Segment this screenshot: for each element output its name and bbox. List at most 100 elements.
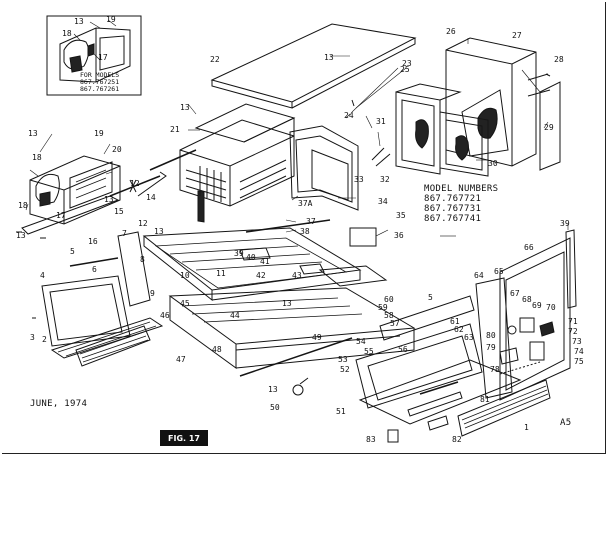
top-panel bbox=[210, 23, 417, 109]
leader-lines bbox=[25, 19, 569, 237]
right-side-panels bbox=[355, 229, 577, 409]
callout-54: 54 bbox=[356, 337, 366, 346]
callout-37: 37 bbox=[306, 217, 316, 226]
callout-22: 22 bbox=[210, 55, 220, 64]
callout-10: 10 bbox=[180, 271, 190, 280]
callout-51: 51 bbox=[336, 407, 346, 416]
callout-47: 47 bbox=[176, 355, 186, 364]
callout-5-left: 5 bbox=[70, 247, 75, 256]
callout-8: 8 bbox=[140, 255, 145, 264]
callout-labels: 13 19 18 17 22 13 23 24 26 27 28 29 25 3… bbox=[16, 15, 584, 444]
callout-45: 45 bbox=[180, 299, 190, 308]
callout-27: 27 bbox=[512, 31, 522, 40]
callout-28: 28 bbox=[554, 55, 564, 64]
callout-64: 64 bbox=[474, 271, 484, 280]
left-end-assembly bbox=[21, 155, 121, 235]
callout-81: 81 bbox=[480, 395, 490, 404]
callout-20: 20 bbox=[112, 145, 122, 154]
callout-9: 9 bbox=[150, 289, 155, 298]
callout-41: 41 bbox=[260, 257, 270, 266]
base-tray-assembly bbox=[142, 227, 388, 302]
callout-79: 79 bbox=[486, 343, 496, 352]
callout-65: 65 bbox=[494, 267, 504, 276]
callout-13-top: 13 bbox=[324, 53, 334, 62]
inset-caption-line: 867.767251 bbox=[80, 78, 120, 86]
callout-18-inset: 18 bbox=[62, 29, 72, 38]
callout-13-mid: 13 bbox=[104, 195, 114, 204]
callout-46: 46 bbox=[160, 311, 170, 320]
control-parts bbox=[499, 317, 555, 375]
callout-56: 56 bbox=[398, 345, 408, 354]
callout-32: 32 bbox=[380, 175, 390, 184]
callout-39-mid: 39 bbox=[234, 249, 244, 258]
callout-55: 55 bbox=[364, 347, 374, 356]
lower-chassis bbox=[168, 287, 416, 369]
callout-42: 42 bbox=[256, 271, 266, 280]
callout-30: 30 bbox=[488, 159, 498, 168]
callout-19: 19 bbox=[94, 129, 104, 138]
callout-53: 53 bbox=[338, 355, 348, 364]
model-number: 867.767731 bbox=[424, 204, 482, 214]
callout-18: 18 bbox=[32, 153, 42, 162]
callout-13-b: 13 bbox=[154, 227, 164, 236]
callout-57: 57 bbox=[390, 319, 400, 328]
callout-68: 68 bbox=[522, 295, 532, 304]
callout-18b: 18 bbox=[18, 201, 28, 210]
callout-16: 16 bbox=[88, 237, 98, 246]
main-cabinet bbox=[179, 103, 296, 223]
callout-34: 34 bbox=[378, 197, 388, 206]
callout-61: 61 bbox=[450, 317, 460, 326]
callout-7: 7 bbox=[122, 229, 127, 238]
callout-14: 14 bbox=[146, 193, 156, 202]
callout-35: 35 bbox=[396, 211, 406, 220]
callout-69: 69 bbox=[532, 301, 542, 310]
date-label: JUNE, 1974 bbox=[30, 399, 88, 409]
callout-58: 58 bbox=[384, 311, 394, 320]
callout-33: 33 bbox=[354, 175, 364, 184]
callout-17-inset: 17 bbox=[98, 53, 108, 62]
callout-62: 62 bbox=[454, 325, 464, 334]
callout-13-cab: 13 bbox=[180, 103, 190, 112]
callout-73: 73 bbox=[572, 337, 582, 346]
inset-drawing bbox=[46, 15, 142, 96]
inset-caption-line: 867.767261 bbox=[80, 85, 120, 93]
callout-25: 25 bbox=[400, 65, 410, 74]
small-hardware bbox=[16, 73, 551, 443]
callout-24: 24 bbox=[344, 111, 354, 120]
callout-83: 83 bbox=[366, 435, 376, 444]
callout-17: 17 bbox=[56, 211, 66, 220]
model-numbers-heading: MODEL NUMBERS bbox=[424, 184, 499, 194]
callout-50: 50 bbox=[270, 403, 280, 412]
callout-48: 48 bbox=[212, 345, 222, 354]
callout-15: 15 bbox=[114, 207, 124, 216]
callout-31: 31 bbox=[376, 117, 386, 126]
callout-49: 49 bbox=[312, 333, 322, 342]
callout-67: 67 bbox=[510, 289, 520, 298]
callout-37A: 37A bbox=[298, 199, 313, 208]
callout-13-lower: 13 bbox=[16, 231, 26, 240]
model-numbers-block: MODEL NUMBERS 867.767721 867.767731 867.… bbox=[424, 184, 498, 224]
inset-caption: FOR MODELS 867.767251 867.767261 bbox=[80, 72, 119, 93]
callout-4: 4 bbox=[40, 271, 45, 280]
callout-80: 80 bbox=[486, 331, 496, 340]
callout-60: 60 bbox=[384, 295, 394, 304]
callout-38: 38 bbox=[300, 227, 310, 236]
callout-5-right: 5 bbox=[428, 293, 433, 302]
callout-26: 26 bbox=[446, 27, 456, 36]
callout-19-inset: 19 bbox=[106, 15, 116, 24]
callout-66: 66 bbox=[524, 243, 534, 252]
model-number: 867.767721 bbox=[424, 194, 482, 204]
callout-12b: 12 bbox=[138, 219, 148, 228]
callout-74: 74 bbox=[574, 347, 584, 356]
callout-43: 43 bbox=[292, 271, 302, 280]
callout-21: 21 bbox=[170, 125, 180, 134]
callout-2: 2 bbox=[42, 335, 47, 344]
callout-40: 40 bbox=[246, 253, 256, 262]
side-door bbox=[289, 125, 359, 211]
model-number: 867.767741 bbox=[424, 214, 482, 224]
callout-6: 6 bbox=[92, 265, 97, 274]
callout-13-d: 13 bbox=[268, 385, 278, 394]
bottom-base bbox=[358, 359, 522, 425]
